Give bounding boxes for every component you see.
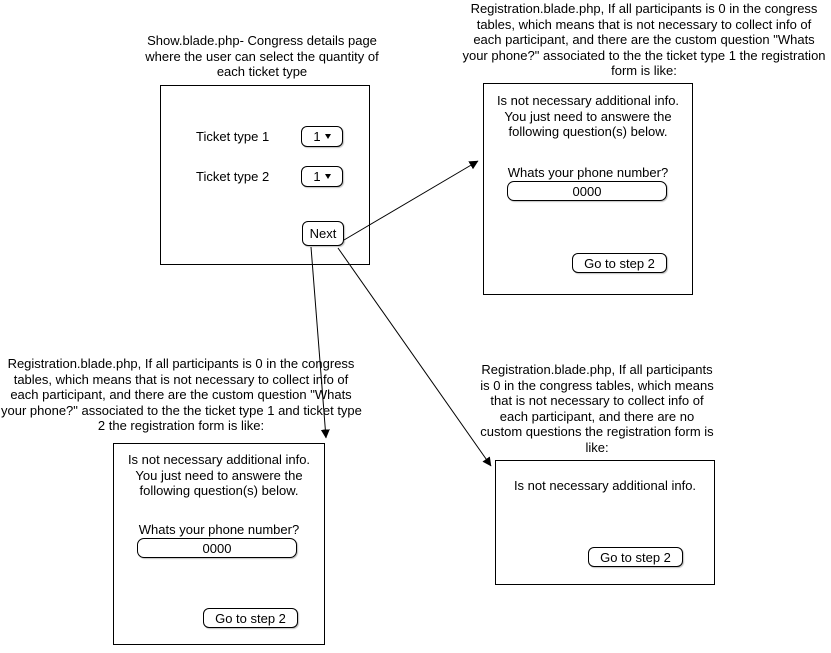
intro-line: following question(s) below. (139, 483, 299, 498)
caption-line: that is not necessary to collect info of (490, 393, 704, 408)
caption-line: Show.blade.php- Congress details page (147, 33, 377, 48)
caption-line: each participant, and there are no (499, 408, 695, 424)
caption-line: each participant, and there are the cust… (473, 32, 815, 47)
caption-line: tables, which means that is not necessar… (13, 371, 349, 387)
ticket-type-2-quantity-dropdown[interactable]: 1 (301, 166, 343, 187)
phone-input[interactable] (137, 538, 297, 558)
registration-form-no-questions-panel: Is not necessary additional info. Go to … (495, 460, 715, 585)
registration-form-type1-panel: Is not necessary additional info. You ju… (483, 83, 693, 295)
caption-line: custom questions the registration form i… (480, 424, 714, 439)
quantity-value: 1 (313, 129, 321, 144)
intro-line: Is not necessary additional info. (513, 478, 697, 493)
caption-line: like: (585, 439, 609, 455)
form-intro-text: Is not necessary additional info. You ju… (114, 452, 324, 499)
caption-line: your phone?" associated to the the ticke… (462, 47, 826, 63)
form-intro-text: Is not necessary additional info. You ju… (484, 93, 692, 140)
caption-line: 2 the registration form is like: (97, 418, 265, 433)
ticket-type-2-label: Ticket type 2 (196, 169, 270, 184)
intro-line: following question(s) below. (508, 124, 668, 139)
congress-details-panel: Ticket type 1 1 Ticket type 2 1 Next (160, 85, 370, 265)
caption-line: Registration.blade.php, If all participa… (481, 362, 713, 377)
caption-registration-no-questions: Registration.blade.php, If all participa… (478, 362, 716, 455)
intro-line: Is not necessary additional info. (127, 452, 311, 467)
caption-line: Registration.blade.php, If all participa… (7, 356, 355, 371)
caption-line: where the user can select the quantity o… (145, 48, 379, 64)
caption-line: your phone?" associated to the the ticke… (1, 402, 362, 418)
caption-line: each ticket type (216, 64, 308, 79)
intro-line: You just need to answere the (135, 467, 303, 483)
form-intro-text: Is not necessary additional info. (496, 478, 714, 494)
registration-form-type1-and-2-panel: Is not necessary additional info. You ju… (113, 443, 325, 645)
caption-registration-type1: Registration.blade.php, If all participa… (458, 1, 830, 79)
intro-line: You just need to answere the (504, 108, 672, 124)
caption-line: tables, which means that is not necessar… (476, 16, 812, 32)
chevron-down-icon (324, 134, 331, 139)
chevron-down-icon (324, 174, 331, 179)
intro-line: Is not necessary additional info. (496, 93, 680, 108)
go-to-step2-button[interactable]: Go to step 2 (572, 253, 667, 273)
go-to-step2-button[interactable]: Go to step 2 (203, 608, 298, 628)
caption-registration-type1-and-2: Registration.blade.php, If all participa… (1, 356, 362, 434)
ticket-type-1-quantity-dropdown[interactable]: 1 (301, 126, 343, 147)
caption-line: Registration.blade.php, If all participa… (470, 1, 818, 16)
caption-line: is 0 in the congress tables, which means (480, 377, 714, 393)
caption-line: each participant, and there are the cust… (10, 387, 352, 402)
go-to-step2-button[interactable]: Go to step 2 (588, 547, 683, 567)
quantity-value: 1 (313, 169, 321, 184)
next-button[interactable]: Next (302, 221, 344, 246)
caption-line: form is like: (611, 63, 677, 78)
phone-question-label: Whats your phone number? (507, 165, 669, 180)
caption-show-page: Show.blade.php- Congress details page wh… (130, 33, 394, 80)
phone-input[interactable] (507, 181, 667, 201)
ticket-type-1-label: Ticket type 1 (196, 129, 270, 144)
phone-question-label: Whats your phone number? (138, 522, 300, 537)
